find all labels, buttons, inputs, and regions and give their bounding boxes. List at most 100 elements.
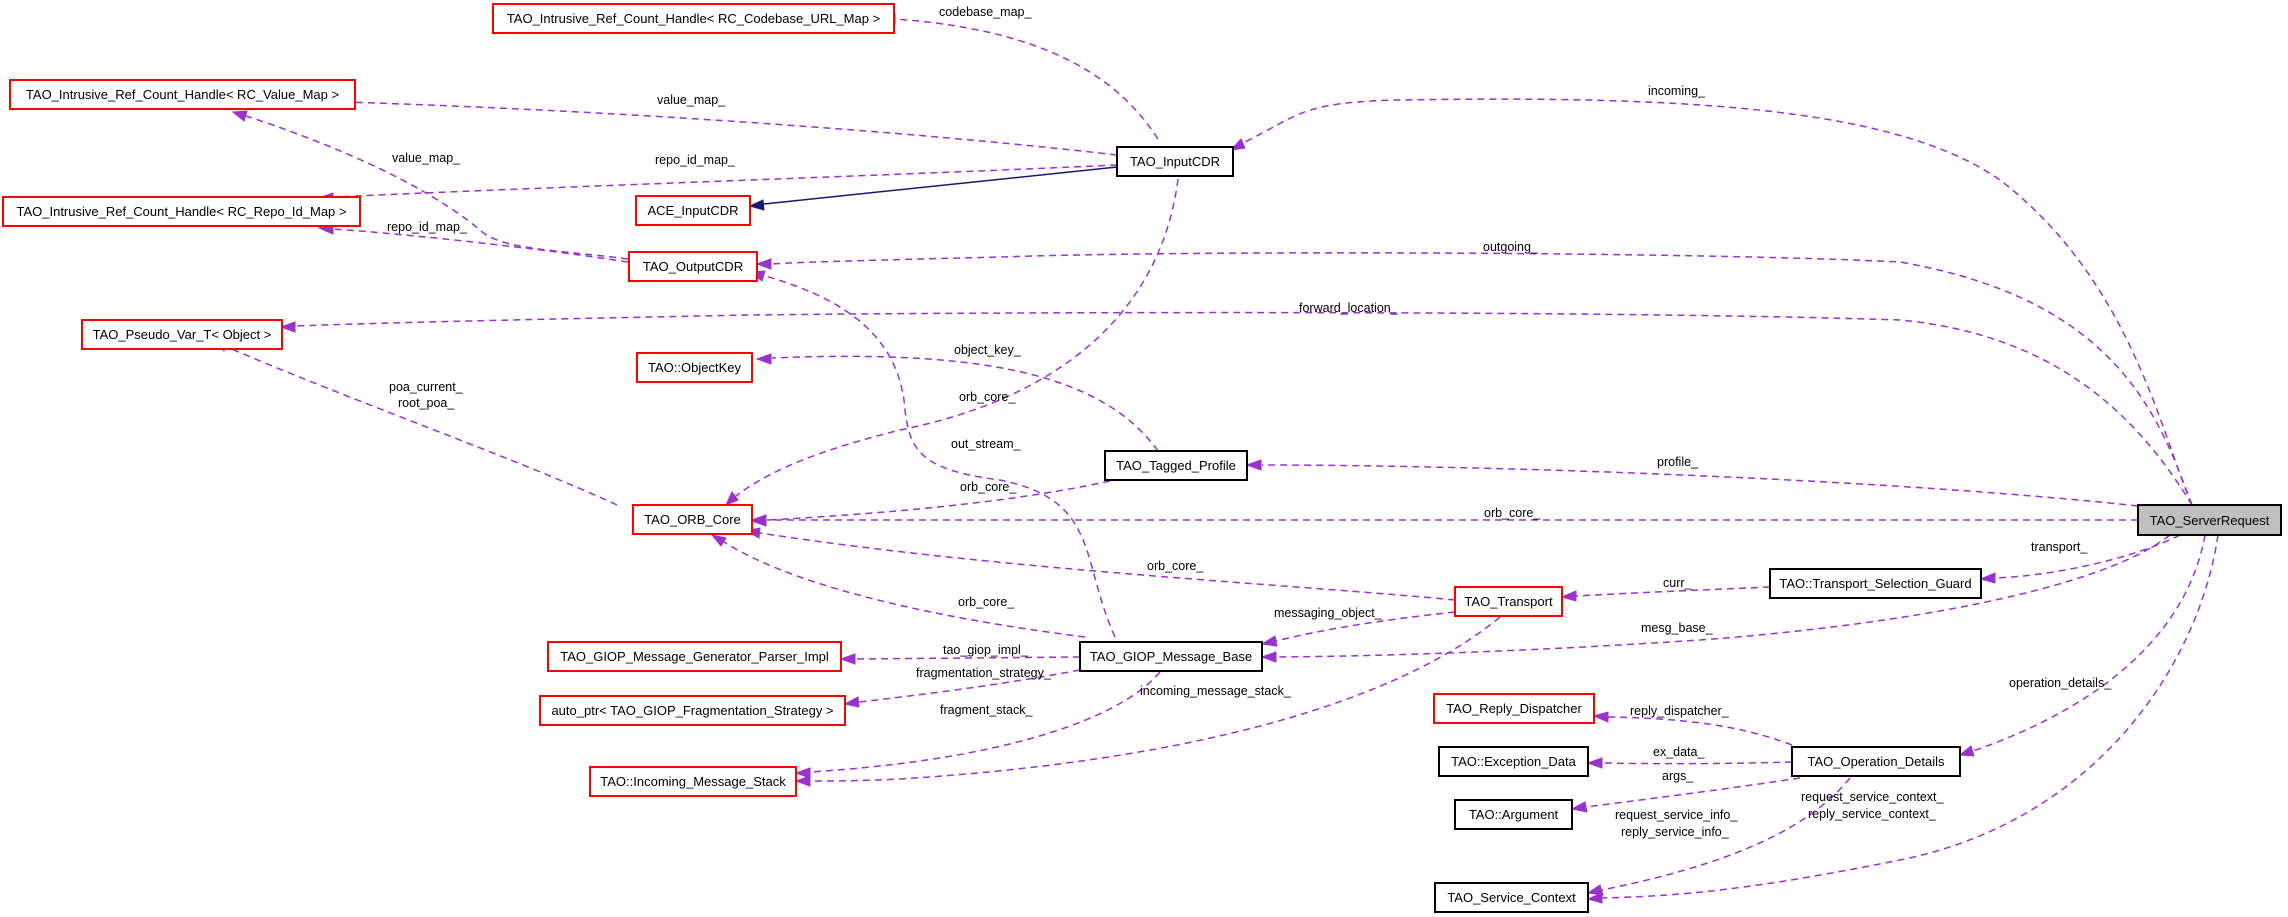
- edge-label-messaging-object: messaging_object_: [1274, 606, 1383, 620]
- edge-label-out-stream: out_stream_: [951, 437, 1022, 451]
- svg-text:reply_dispatcher_: reply_dispatcher_: [1630, 704, 1730, 718]
- edge-curr: [1560, 586, 1771, 602]
- edge-request-service-info: [1586, 777, 1851, 896]
- svg-text:TAO_Transport: TAO_Transport: [1464, 594, 1553, 609]
- svg-text:orb_core_: orb_core_: [1147, 559, 1204, 573]
- edge-incoming-message-stack: [794, 616, 1501, 787]
- edge-transport: [1979, 534, 2181, 584]
- svg-text:auto_ptr< TAO_GIOP_Fragmentati: auto_ptr< TAO_GIOP_Fragmentation_Strateg…: [551, 703, 833, 718]
- node-service-context[interactable]: TAO_Service_Context: [1434, 882, 1589, 913]
- node-object-key[interactable]: TAO::ObjectKey: [636, 352, 753, 383]
- svg-text:reply_service_info_: reply_service_info_: [1621, 825, 1730, 839]
- svg-text:value_map_: value_map_: [657, 93, 726, 107]
- svg-text:orb_core_: orb_core_: [958, 595, 1015, 609]
- node-transport-selection-guard[interactable]: TAO::Transport_Selection_Guard: [1769, 568, 1982, 599]
- edge-poa: [212, 340, 618, 506]
- svg-text:incoming_: incoming_: [1648, 84, 1706, 98]
- edge-profile: [1245, 459, 2139, 507]
- svg-text:TAO::Transport_Selection_Guard: TAO::Transport_Selection_Guard: [1779, 576, 1971, 591]
- svg-text:fragmentation_strategy_: fragmentation_strategy_: [916, 666, 1052, 680]
- node-tao-output-cdr[interactable]: TAO_OutputCDR: [628, 251, 758, 282]
- node-tao-tagged-profile[interactable]: TAO_Tagged_Profile: [1104, 450, 1248, 481]
- svg-text:TAO::Argument: TAO::Argument: [1469, 807, 1559, 822]
- edge-label-request-service-context: request_service_context_: [1801, 790, 1944, 804]
- node-tao-server-request[interactable]: TAO_ServerRequest: [2137, 504, 2282, 536]
- svg-text:object_key_: object_key_: [954, 343, 1022, 357]
- edge-inherit-ace-inputcdr: [748, 166, 1118, 211]
- edge-label-value-map-1: value_map_: [657, 93, 726, 107]
- edge-orb-core-transport: [744, 527, 1456, 601]
- edge-messaging-object: [1260, 611, 1456, 647]
- edge-label-reply-service-info: reply_service_info_: [1621, 825, 1730, 839]
- edge-args: [1570, 777, 1801, 813]
- node-reply-dispatcher[interactable]: TAO_Reply_Dispatcher: [1433, 693, 1595, 724]
- svg-text:TAO::Exception_Data: TAO::Exception_Data: [1451, 754, 1577, 769]
- edge-fragmentation-strategy: [843, 669, 1081, 708]
- svg-text:TAO_Pseudo_Var_T< Object >: TAO_Pseudo_Var_T< Object >: [93, 327, 272, 342]
- edge-label-codebase-map: codebase_map_: [939, 5, 1032, 19]
- svg-text:TAO_Reply_Dispatcher: TAO_Reply_Dispatcher: [1446, 701, 1582, 716]
- edge-label-args: args_: [1662, 769, 1694, 783]
- node-operation-details[interactable]: TAO_Operation_Details: [1791, 746, 1961, 777]
- edge-fragment-stack: [794, 671, 1161, 779]
- edge-label-object-key: object_key_: [954, 343, 1022, 357]
- svg-text:repo_id_map_: repo_id_map_: [655, 153, 736, 167]
- svg-text:repo_id_map_: repo_id_map_: [387, 220, 468, 234]
- svg-text:root_poa_: root_poa_: [398, 396, 455, 410]
- edge-ex-data: [1586, 757, 1793, 769]
- node-tao-orb-core[interactable]: TAO_ORB_Core: [632, 504, 753, 535]
- svg-text:ex_data_: ex_data_: [1653, 745, 1705, 759]
- svg-text:TAO_Operation_Details: TAO_Operation_Details: [1807, 754, 1945, 769]
- edge-tao-giop-impl: [839, 653, 1081, 665]
- node-repo-id-map-handle[interactable]: TAO_Intrusive_Ref_Count_Handle< RC_Repo_…: [2, 196, 361, 227]
- edge-reply-dispatcher: [1592, 711, 1793, 746]
- edge-label-reply-dispatcher: reply_dispatcher_: [1630, 704, 1730, 718]
- edge-label-operation-details: operation_details_: [2009, 676, 2112, 690]
- svg-text:reply_service_context_: reply_service_context_: [1808, 807, 1937, 821]
- edge-label-orb-core-4: orb_core_: [1147, 559, 1204, 573]
- edge-outgoing: [755, 252, 2193, 506]
- node-ace-input-cdr[interactable]: ACE_InputCDR: [635, 195, 751, 226]
- node-fragmentation-strategy-ptr[interactable]: auto_ptr< TAO_GIOP_Fragmentation_Strateg…: [539, 695, 846, 726]
- node-giop-generator-parser-impl[interactable]: TAO_GIOP_Message_Generator_Parser_Impl: [547, 641, 842, 672]
- edge-label-fragmentation-strategy: fragmentation_strategy_: [916, 666, 1052, 680]
- edge-label-forward-location: forward_location_: [1299, 301, 1399, 315]
- svg-text:TAO_GIOP_Message_Generator_Par: TAO_GIOP_Message_Generator_Parser_Impl: [560, 649, 829, 664]
- svg-text:TAO_ORB_Core: TAO_ORB_Core: [644, 512, 741, 527]
- svg-text:transport_: transport_: [2031, 540, 2088, 554]
- node-argument[interactable]: TAO::Argument: [1454, 799, 1573, 830]
- svg-text:TAO_Intrusive_Ref_Count_Handle: TAO_Intrusive_Ref_Count_Handle< RC_Value…: [26, 87, 339, 102]
- edge-label-request-service-info: request_service_info_: [1615, 808, 1738, 822]
- edge-label-curr: curr_: [1663, 576, 1693, 590]
- node-giop-message-base[interactable]: TAO_GIOP_Message_Base: [1079, 641, 1263, 672]
- node-codebase-url-map-handle[interactable]: TAO_Intrusive_Ref_Count_Handle< RC_Codeb…: [492, 3, 895, 34]
- node-tao-input-cdr[interactable]: TAO_InputCDR: [1116, 146, 1234, 177]
- edge-service-context: [1586, 534, 2219, 904]
- node-exception-data[interactable]: TAO::Exception_Data: [1438, 746, 1589, 777]
- svg-text:codebase_map_: codebase_map_: [939, 5, 1032, 19]
- node-tao-transport[interactable]: TAO_Transport: [1454, 586, 1563, 617]
- edge-orb-core-input: [725, 178, 1179, 506]
- svg-text:TAO_Tagged_Profile: TAO_Tagged_Profile: [1116, 458, 1236, 473]
- edge-label-mesg-base: mesg_base_: [1641, 621, 1714, 635]
- svg-text:operation_details_: operation_details_: [2009, 676, 2112, 690]
- edge-label-outgoing: outgoing_: [1483, 240, 1539, 254]
- svg-text:TAO::ObjectKey: TAO::ObjectKey: [648, 360, 741, 375]
- edge-orb-core-giop: [710, 534, 1086, 638]
- node-pseudo-var-object[interactable]: TAO_Pseudo_Var_T< Object >: [81, 319, 283, 350]
- svg-text:poa_current_: poa_current_: [389, 380, 464, 394]
- svg-text:profile_: profile_: [1657, 455, 1699, 469]
- edge-mesg-base: [1260, 534, 2171, 663]
- edge-label-value-map-2: value_map_: [392, 151, 461, 165]
- edge-label-fragment-stack: fragment_stack_: [940, 703, 1033, 717]
- svg-text:tao_giop_impl_: tao_giop_impl_: [943, 643, 1029, 657]
- node-value-map-handle[interactable]: TAO_Intrusive_Ref_Count_Handle< RC_Value…: [9, 79, 356, 110]
- edge-forward-location: [279, 311, 2193, 506]
- svg-text:out_stream_: out_stream_: [951, 437, 1022, 451]
- svg-text:request_service_context_: request_service_context_: [1801, 790, 1944, 804]
- svg-text:outgoing_: outgoing_: [1483, 240, 1539, 254]
- node-incoming-message-stack[interactable]: TAO::Incoming_Message_Stack: [589, 766, 797, 797]
- svg-text:orb_core_: orb_core_: [959, 390, 1016, 404]
- edge-value-map-output: [231, 110, 629, 260]
